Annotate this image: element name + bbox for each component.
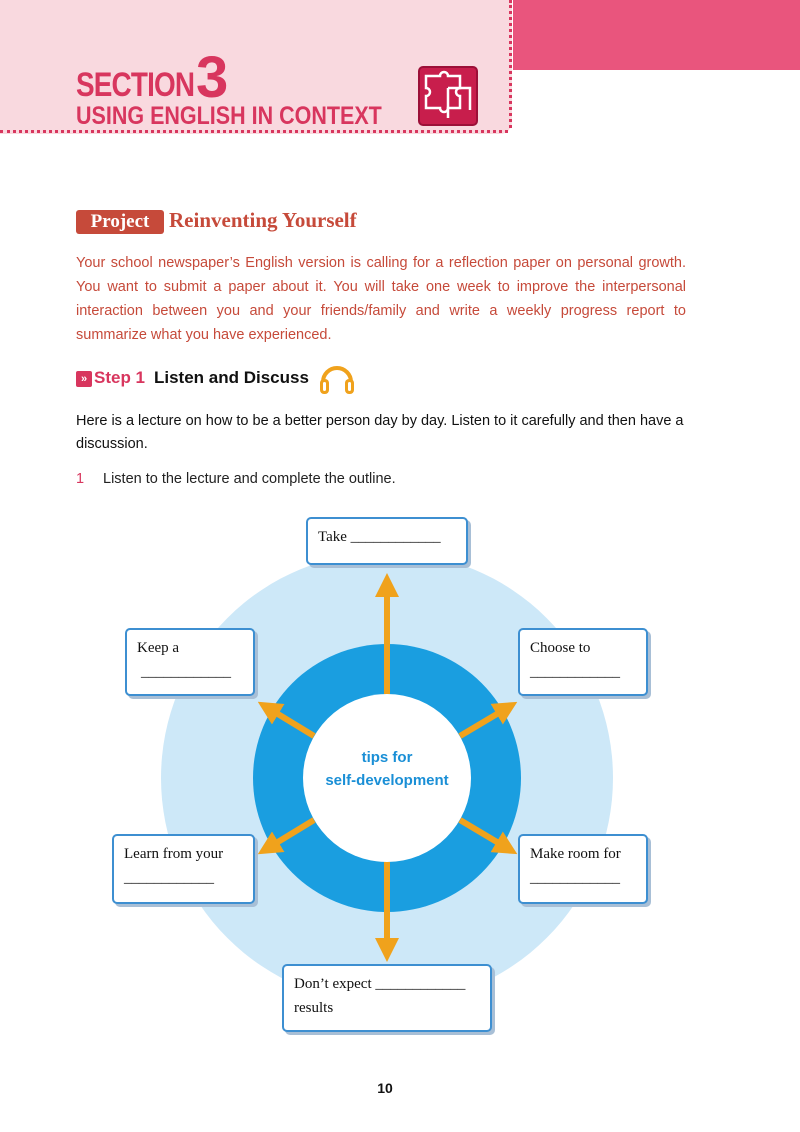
header-dotted-border: [0, 130, 508, 133]
section-word: SECTION: [76, 66, 195, 104]
box-dont-expect[interactable]: Don’t expect ____________ results: [282, 964, 492, 1032]
diagram-graphics: [161, 552, 613, 1004]
box-make-room-line-2: ____________: [530, 870, 620, 886]
section-subtitle: USING ENGLISH IN CONTEXT: [76, 102, 382, 130]
project-intro: Your school newspaper’s English version …: [76, 255, 686, 343]
box-learn-line-2: ____________: [124, 870, 214, 886]
box-dont-expect-line-2: results: [294, 1000, 334, 1016]
project-title: Reinventing Yourself: [169, 208, 357, 232]
page-number: 10: [377, 1080, 393, 1096]
arrow-bottom-right: [458, 817, 518, 855]
arrow-top-right: [458, 701, 518, 739]
box-keep[interactable]: Keep a ____________: [125, 628, 255, 696]
step-marker-icon: »: [76, 371, 92, 387]
box-keep-line-1: Keep a: [137, 640, 180, 656]
outline-diagram: tips for self-development Take _________…: [0, 500, 800, 1060]
box-choose-line-2: ____________: [530, 664, 620, 680]
box-keep-line-2: ____________: [141, 664, 231, 680]
arrow-top-left: [257, 701, 316, 739]
box-learn-line-1: Learn from your: [124, 846, 224, 862]
center-line-1: tips for: [361, 749, 413, 766]
step-label: Step 1: [94, 368, 146, 387]
section-number: 3: [196, 45, 229, 110]
step-title: Listen and Discuss: [154, 368, 309, 387]
center-label: tips for self-development: [304, 746, 470, 792]
puzzle-icon: [418, 66, 478, 126]
question-text: Listen to the lecture and complete the o…: [103, 471, 396, 487]
box-choose-line-1: Choose to: [530, 640, 591, 656]
box-dont-expect-line-1: Don’t expect ____________: [294, 976, 466, 992]
question-number: 1: [76, 471, 85, 487]
header-dotted-border-right: [509, 0, 512, 128]
box-take[interactable]: Take ____________: [306, 517, 468, 565]
arrow-bottom-left: [257, 817, 316, 855]
box-choose[interactable]: Choose to ____________: [518, 628, 648, 696]
box-make-room[interactable]: Make room for ____________: [518, 834, 648, 904]
header-accent-bar: [513, 0, 800, 70]
headphones-icon: [320, 366, 354, 394]
inner-circle: [303, 694, 471, 862]
arrows: [257, 573, 518, 962]
step-instructions: Here is a lecture on how to be a better …: [76, 413, 684, 452]
box-make-room-line-1: Make room for: [530, 846, 621, 862]
box-take-line-1: Take ____________: [318, 529, 441, 545]
box-learn[interactable]: Learn from your ____________: [112, 834, 255, 904]
project-tag: Project: [76, 210, 164, 234]
center-line-2: self-development: [325, 772, 449, 789]
